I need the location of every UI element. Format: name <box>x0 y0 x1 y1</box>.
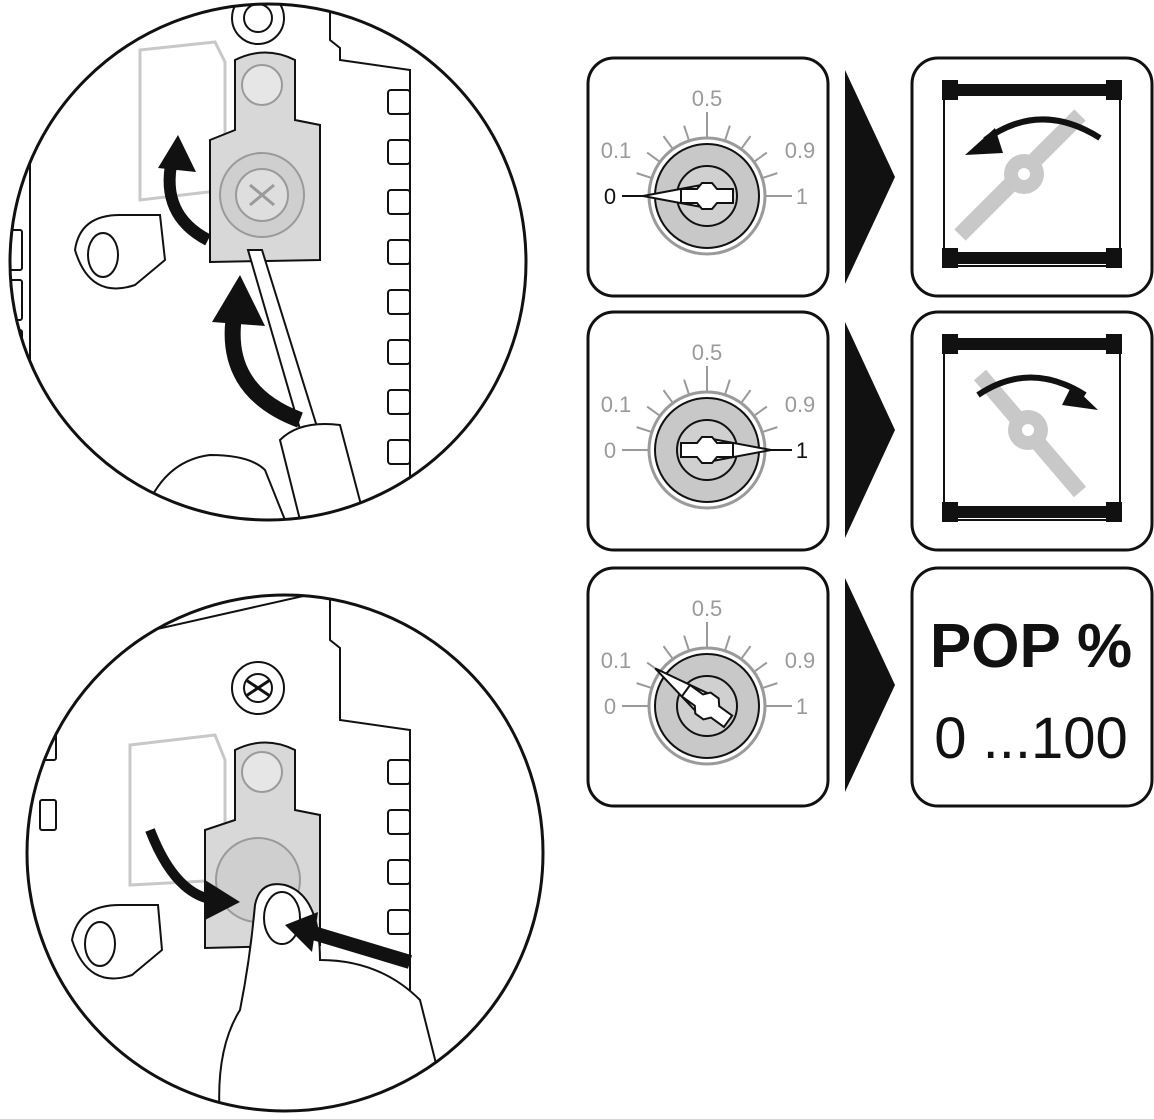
finger <box>218 883 452 1111</box>
magnified-view-screwdriver <box>8 2 528 522</box>
dial-label-tenth: 0.1 <box>601 138 632 163</box>
pop-range: 0 ...100 <box>934 706 1127 771</box>
dial-tick <box>753 661 768 673</box>
dial-panel-2: 0 0.1 0.5 0.9 1 <box>586 310 830 552</box>
dial-tick <box>753 405 768 417</box>
dial-tick <box>723 379 731 396</box>
dial-tick <box>662 645 674 660</box>
dial-tick <box>761 426 778 434</box>
valve-open-panel <box>910 310 1154 552</box>
dial-label-half: 0.5 <box>692 596 723 621</box>
step-arrows <box>845 70 895 792</box>
dial-tick <box>683 379 691 396</box>
dial-panel-1: 0 0.1 0.5 0.9 1 <box>586 56 830 298</box>
rotate-arrow-icon <box>163 158 211 246</box>
dial-tick <box>753 151 768 163</box>
press-arrow-icon <box>307 925 413 969</box>
dial-label-zero: 0 <box>604 694 616 719</box>
dial-label-nine-tenths: 0.9 <box>785 392 816 417</box>
dial-tick <box>740 645 752 660</box>
dial-label-nine-tenths: 0.9 <box>785 138 816 163</box>
pop-panel: POP % 0 ...100 <box>910 566 1154 808</box>
arrow-right-icon <box>845 322 895 538</box>
dial-label-half: 0.5 <box>692 86 723 111</box>
dial-slot <box>680 436 734 464</box>
eyelet-terminal <box>73 214 167 290</box>
housing-slots <box>387 89 411 465</box>
dial-label-one: 1 <box>796 184 808 209</box>
dial-slot <box>680 683 734 729</box>
dial-panels: 0 0.1 0.5 0.9 1 0 0.1 0.5 0.9 1 0 0.1 0.5 0.9 1 <box>586 56 830 808</box>
dial-slot <box>680 182 734 210</box>
pop-title: POP % <box>930 612 1132 681</box>
dial-tick <box>636 172 653 180</box>
dial-label-zero: 0 <box>604 184 616 209</box>
dial-label-zero: 0 <box>604 438 616 463</box>
arrow-right-icon <box>845 578 895 792</box>
dial-label-one: 1 <box>796 694 808 719</box>
dial-label-tenth: 0.1 <box>601 392 632 417</box>
dial-tick <box>636 426 653 434</box>
arrow-right-icon <box>845 70 895 284</box>
dial-panel-3: 0 0.1 0.5 0.9 1 <box>586 566 830 808</box>
dial-tick <box>683 635 691 652</box>
dial-tick <box>761 682 778 690</box>
dial-label-one: 1 <box>796 438 808 463</box>
screwdriver <box>246 249 367 520</box>
dial-tick <box>761 172 778 180</box>
magnified-view-finger <box>25 593 545 1113</box>
rotate-left-arrow-icon <box>983 116 1102 143</box>
valve-close-panel <box>910 56 1154 298</box>
dial-tick <box>646 151 661 163</box>
dial-tick <box>740 389 752 404</box>
dial-tick <box>646 405 661 417</box>
dial-label-half: 0.5 <box>692 340 723 365</box>
insert-arrow-icon <box>224 308 303 428</box>
dial-tick <box>723 635 731 652</box>
dial-label-nine-tenths: 0.9 <box>785 648 816 673</box>
dial-tick <box>740 135 752 150</box>
dial-tick <box>636 682 653 690</box>
dial-label-tenth: 0.1 <box>601 648 632 673</box>
dial-tick <box>683 125 691 142</box>
dial-tick <box>662 135 674 150</box>
dial-tick <box>662 389 674 404</box>
dial-tick <box>723 125 731 142</box>
